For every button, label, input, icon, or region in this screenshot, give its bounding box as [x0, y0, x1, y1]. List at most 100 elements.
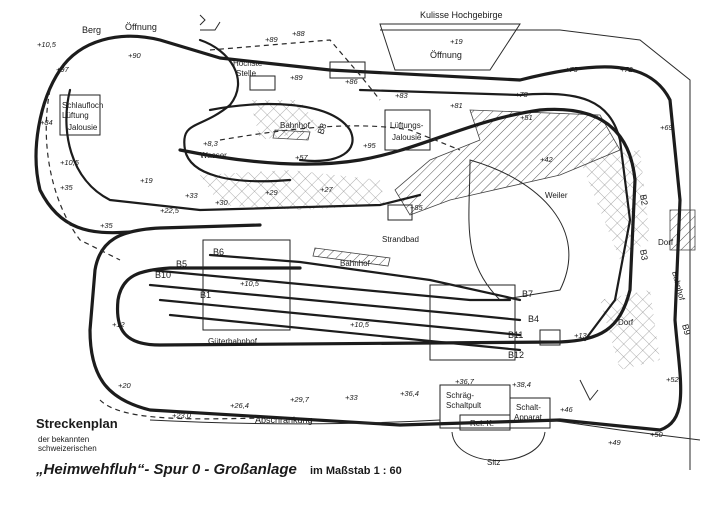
station-box-b6: [202, 239, 291, 331]
label-bahnhof-mid: Bahnhof: [340, 259, 371, 268]
grade-label: +27: [320, 185, 334, 194]
grade-label: +8,3: [203, 139, 219, 148]
grade-label: +10,5: [350, 320, 370, 329]
track-yard-2: [148, 283, 522, 322]
label-schlauf2: Lüftung: [62, 111, 89, 120]
label-bahnhof-top: Bahnhof: [280, 121, 311, 130]
grade-label: +50: [650, 430, 664, 439]
track-spiral: [183, 38, 292, 183]
grade-label: +69: [660, 123, 674, 132]
grade-label: +33: [185, 191, 199, 200]
track-outer-loop: [58, 34, 683, 432]
track-upper-inner: [208, 102, 354, 163]
label-berg: Berg: [82, 25, 101, 35]
block-b6: B6: [213, 247, 224, 257]
label-schalt2: Apparat: [514, 413, 543, 422]
title-heading: Streckenplan: [36, 416, 118, 431]
grade-label: +12: [112, 320, 126, 329]
grade-label: +23,0: [172, 411, 192, 420]
tunnel-portal-3: [387, 204, 413, 221]
label-schraeg1: Schräg-: [446, 391, 474, 400]
grade-label: +19: [450, 37, 464, 46]
schlauf-box: [59, 94, 101, 136]
label-dorf-right: Dorf: [658, 238, 674, 247]
grade-label: +86: [345, 77, 359, 86]
grade-label: +78: [515, 90, 529, 99]
block-b4: B4: [528, 314, 539, 324]
track-upper-right: [358, 88, 632, 342]
track-inner-loop: [115, 107, 637, 347]
grade-label: +33: [345, 393, 359, 402]
label-schlauf1: Schlaufloch: [62, 101, 103, 110]
block-b1: B1: [200, 290, 211, 300]
dorf-hatch: [669, 209, 696, 251]
label-dorf-low: Dorf: [618, 318, 634, 327]
grade-label: +42: [540, 155, 554, 164]
scenery-hatch-top: [250, 100, 320, 140]
label-weiler: Weiler: [545, 191, 568, 200]
grade-label: +81: [450, 101, 463, 110]
block-b10: B10: [155, 270, 171, 280]
grade-label: +10,5: [37, 40, 57, 49]
grade-label: +36,7: [455, 377, 475, 386]
grade-label: +10,5: [240, 279, 260, 288]
grade-label: +72: [620, 65, 634, 74]
label-bahnhof-right: Bahnhof: [670, 270, 687, 302]
grade-label: +75: [565, 65, 579, 74]
label-lueft1: Lüftungs-: [390, 121, 424, 130]
grade-label: +57: [295, 153, 309, 162]
label-jalousie1: Jalousie: [68, 123, 98, 132]
label-kulisse: Kulisse Hochgebirge: [420, 10, 503, 20]
grade-label: +88: [292, 29, 306, 38]
grade-label: +97: [56, 65, 70, 74]
block-b5: B5: [176, 259, 187, 269]
backdrop-kulisse: [379, 23, 521, 71]
title-sub1: der bekannten: [38, 435, 89, 444]
title-sub2: schweizerischen: [38, 444, 97, 453]
seat-arc: [451, 431, 546, 461]
block-b12: B12: [508, 350, 524, 360]
label-strandbad: Strandbad: [382, 235, 419, 244]
track-bottom-dashed: [99, 399, 261, 420]
track-left-curve: [65, 88, 422, 212]
tunnel-portal-2: [249, 75, 276, 91]
track-yard-3: [158, 298, 522, 337]
weiler-terrain: [468, 159, 570, 301]
tunnel-portal-4: [539, 329, 561, 346]
grade-label: +35: [100, 221, 114, 230]
label-schalt1: Schalt-: [516, 403, 541, 412]
mountain-hatch: [394, 109, 621, 216]
grade-label: +83: [395, 91, 409, 100]
grade-label: +51: [520, 113, 533, 122]
grade-label: +90: [128, 51, 142, 60]
scenery-hatch-left: [200, 170, 385, 210]
grade-label: +19: [140, 176, 154, 185]
relay-box: [459, 414, 511, 431]
label-lueft2: Jalousie: [392, 133, 422, 142]
station-box-b7: [429, 284, 516, 361]
tunnel-portal-1: [329, 61, 366, 79]
grade-label: +30: [215, 198, 229, 207]
track-yard-4: [168, 313, 522, 352]
label-schraeg2: Schaltpult: [446, 401, 482, 410]
arrow-top: [199, 14, 206, 26]
track-top-dashed: [209, 39, 381, 101]
block-b3: B3: [638, 249, 650, 262]
grade-label: +89: [265, 35, 279, 44]
block-b11: B11: [508, 330, 523, 340]
grade-label: +85: [410, 203, 424, 212]
scenery-hatch-low: [600, 290, 660, 370]
label-wasser: Wasser: [200, 151, 227, 160]
label-sitz: Sitz: [487, 458, 500, 467]
block-b9: B9: [680, 323, 693, 336]
bahnhof-mid-platform: [312, 247, 391, 267]
bahnhof-top-platform: [272, 129, 311, 141]
grade-labels: +10,5 +97 +90 +84 +10,5 +35 +89 +88 +89 …: [37, 29, 680, 447]
block-b7: B7: [522, 289, 533, 299]
label-stelle: Stelle: [236, 69, 257, 78]
scenery-hatch-right: [580, 150, 650, 260]
label-hoechste: Höchste: [233, 59, 263, 68]
grade-label: +95: [363, 141, 377, 150]
track-left-dashed: [45, 89, 121, 261]
arrow-right: [579, 379, 599, 401]
